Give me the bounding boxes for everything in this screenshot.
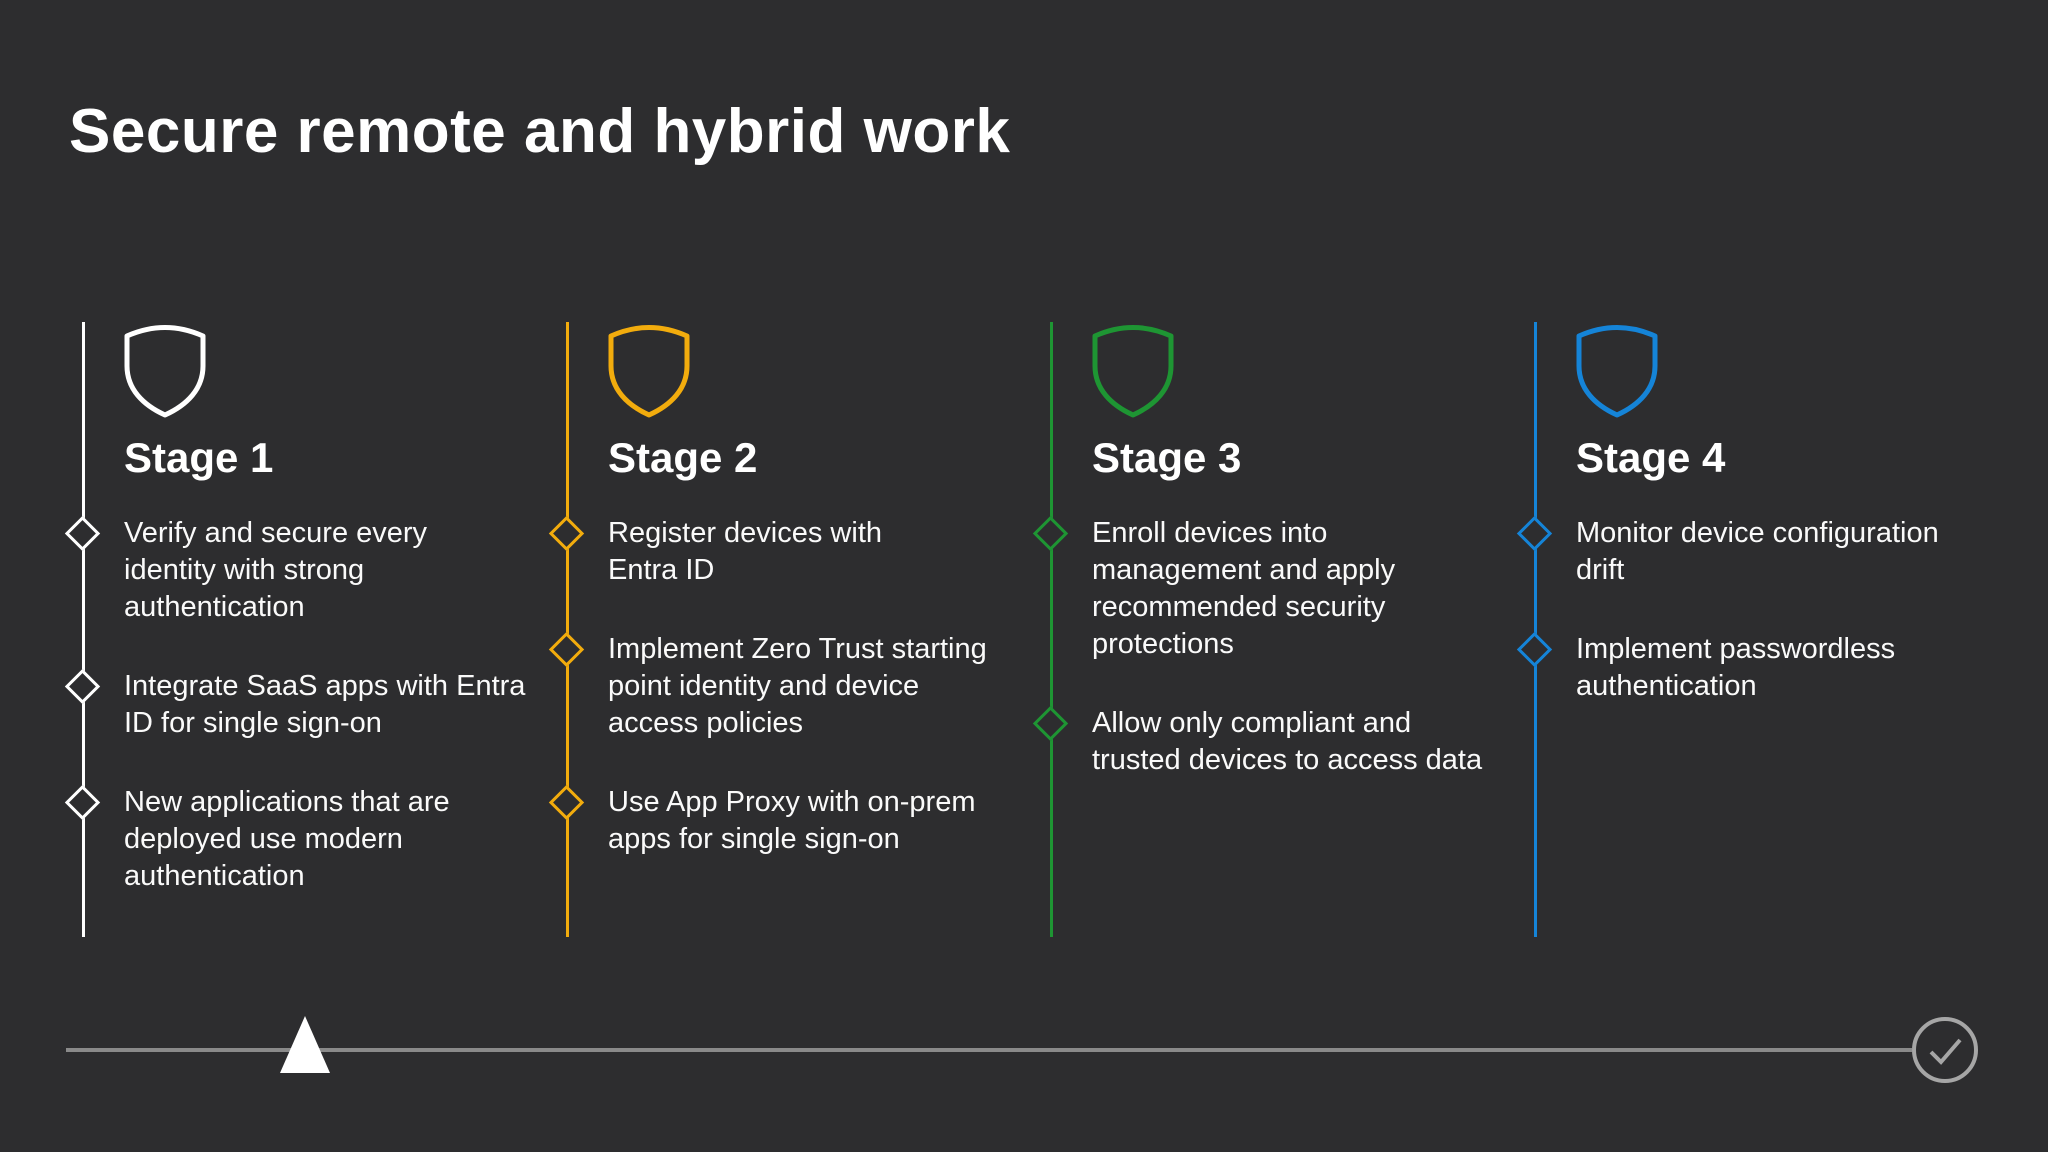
bullet-list: Register devices with Entra ID Implement… xyxy=(548,515,1068,858)
bullet-text: Monitor device configuration drift xyxy=(1576,517,1939,586)
bullet-item: Enroll devices into management and apply… xyxy=(1032,515,1552,663)
bullet-item: Use App Proxy with on-prem apps for sing… xyxy=(548,784,1068,858)
bullet-text: Allow only compliant and trusted devices… xyxy=(1092,707,1483,776)
triangle-marker-icon xyxy=(280,1016,330,1073)
bullet-text: Integrate SaaS apps with Entra ID for si… xyxy=(124,670,526,739)
bullet-text: Enroll devices into management and apply… xyxy=(1092,517,1396,660)
bullet-text: Implement passwordless authentication xyxy=(1576,633,1896,702)
bullet-text: New applications that are deployed use m… xyxy=(124,786,450,892)
shield-icon xyxy=(604,322,694,418)
timeline-line xyxy=(1534,322,1537,937)
shield-icon xyxy=(120,322,210,418)
bullet-item: Allow only compliant and trusted devices… xyxy=(1032,705,1552,779)
checkmark-circle-icon xyxy=(1910,1015,1980,1085)
progress-line xyxy=(66,1048,1912,1052)
shield-icon xyxy=(1088,322,1178,418)
bullet-list: Verify and secure every identity with st… xyxy=(64,515,584,895)
bullet-item: Verify and secure every identity with st… xyxy=(64,515,584,626)
stage-column-2: Stage 2 Register devices with Entra ID I… xyxy=(548,322,1050,937)
diamond-bullet-icon xyxy=(64,784,101,821)
diamond-bullet-icon xyxy=(64,515,101,552)
timeline-line xyxy=(1050,322,1053,937)
bullet-item: Monitor device configuration drift xyxy=(1516,515,2036,589)
timeline-line xyxy=(82,322,85,937)
slide-title: Secure remote and hybrid work xyxy=(69,97,1011,166)
bullet-text: Use App Proxy with on-prem apps for sing… xyxy=(608,786,976,855)
timeline-line xyxy=(566,322,569,937)
stage-column-3: Stage 3 Enroll devices into management a… xyxy=(1032,322,1534,937)
bullet-item: Integrate SaaS apps with Entra ID for si… xyxy=(64,668,584,742)
shield-icon xyxy=(1572,322,1662,418)
bullet-list: Monitor device configuration drift Imple… xyxy=(1516,515,2036,705)
stage-title: Stage 3 xyxy=(1092,434,1242,481)
bullet-text: Verify and secure every identity with st… xyxy=(124,517,428,623)
bullet-item: Implement Zero Trust starting point iden… xyxy=(548,631,1068,742)
stage-column-4: Stage 4 Monitor device configuration dri… xyxy=(1516,322,2018,937)
diamond-bullet-icon xyxy=(64,668,101,705)
bullet-text: Register devices with Entra ID xyxy=(608,517,882,586)
stage-title: Stage 2 xyxy=(608,434,758,481)
bullet-list: Enroll devices into management and apply… xyxy=(1032,515,1552,779)
bullet-item: New applications that are deployed use m… xyxy=(64,784,584,895)
bullet-text: Implement Zero Trust starting point iden… xyxy=(608,633,987,739)
stage-title: Stage 1 xyxy=(124,434,274,481)
bullet-item: Implement passwordless authentication xyxy=(1516,631,2036,705)
bullet-item: Register devices with Entra ID xyxy=(548,515,1068,589)
stage-title: Stage 4 xyxy=(1576,434,1726,481)
stage-column-1: Stage 1 Verify and secure every identity… xyxy=(64,322,566,937)
